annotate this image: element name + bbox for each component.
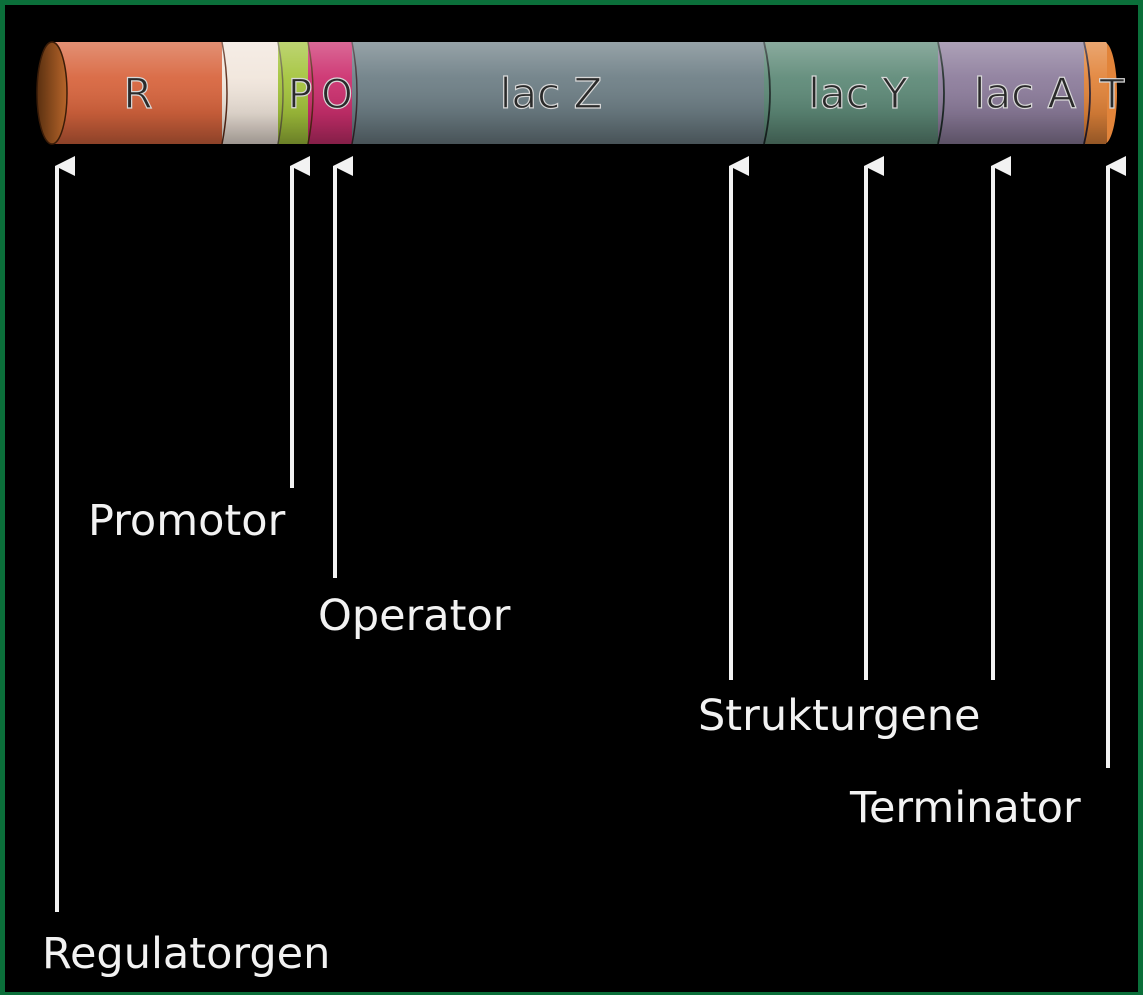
callout-terminator: Terminator [849, 783, 1081, 833]
callout-promotor: Promotor [88, 496, 286, 546]
segment-t-label: T [1099, 72, 1125, 118]
callout-strukturgene: Strukturgene [698, 691, 980, 741]
segment-p-label: P [288, 72, 312, 118]
callout-regulatorgen: Regulatorgen [42, 929, 330, 979]
segment-r-label: R [123, 69, 152, 118]
tube-shading [52, 42, 1107, 144]
callout-operator: Operator [318, 591, 511, 641]
segment-lacz-label: lac Z [500, 69, 603, 118]
segment-o-label: O [321, 72, 352, 118]
segment-laca-label: lac A [974, 69, 1077, 118]
segment-lacy-label: lac Y [808, 69, 908, 118]
tube-left-cap [36, 41, 68, 145]
